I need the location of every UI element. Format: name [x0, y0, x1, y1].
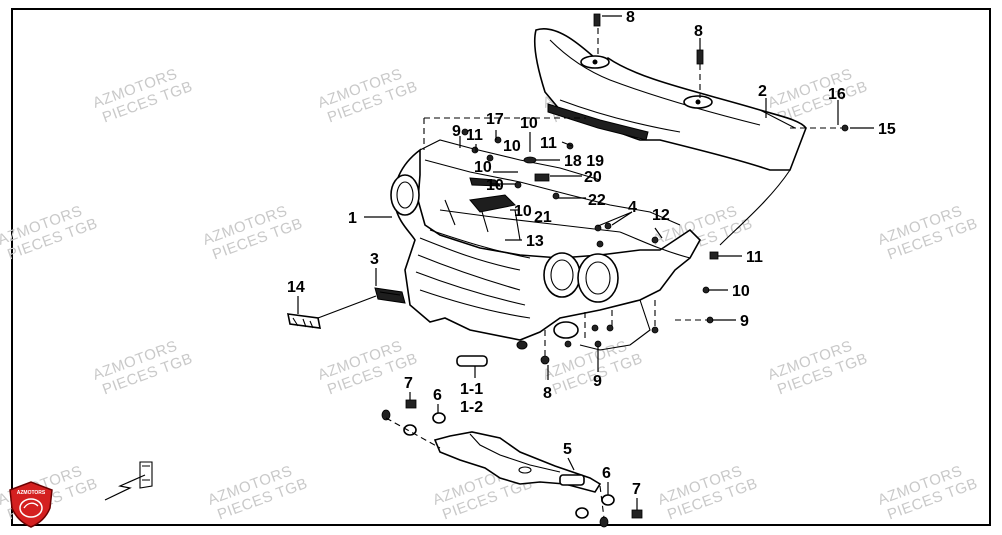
callout-labels: 8 8 2 16 15 9 11 17 10 10 11 10 18 19 10…	[287, 9, 896, 498]
front-fender-part-1	[390, 139, 701, 351]
callout-12: 12	[652, 207, 670, 224]
callout-10: 10	[503, 138, 521, 155]
callout-10: 10	[486, 177, 504, 194]
reflector-part-1-1	[456, 355, 488, 367]
callout-1-1: 1-1	[460, 381, 483, 398]
callout-10: 10	[474, 159, 492, 176]
callout-3: 3	[370, 251, 379, 268]
azmotors-logo: AZMOTORS	[9, 481, 53, 528]
callout-1: 1	[348, 210, 357, 227]
svg-text:AZMOTORS: AZMOTORS	[17, 490, 46, 496]
callout-8: 8	[543, 385, 552, 402]
callout-9: 9	[593, 373, 602, 390]
callout-8: 8	[694, 23, 703, 40]
leader-lines	[297, 15, 874, 519]
callout-5: 5	[563, 441, 572, 458]
callout-9: 9	[740, 313, 749, 330]
callout-13: 13	[526, 233, 544, 250]
callout-4: 4	[628, 199, 637, 216]
callout-16: 16	[828, 86, 846, 103]
callout-9: 9	[452, 123, 461, 140]
callout-7: 7	[632, 481, 641, 498]
emblem-part-14	[286, 313, 322, 329]
fasteners	[381, 13, 849, 528]
callout-11: 11	[746, 249, 763, 266]
callout-2: 2	[758, 83, 767, 100]
upper-carrier-part-2	[533, 27, 807, 246]
callout-10: 10	[732, 283, 750, 300]
callout-20: 20	[584, 169, 602, 186]
bracket-clip	[104, 461, 153, 501]
callout-14: 14	[287, 279, 305, 296]
callout-7: 7	[404, 375, 413, 392]
callout-6: 6	[433, 387, 442, 404]
callout-18-19: 18 19	[564, 153, 604, 170]
skid-plate-part-5	[433, 431, 602, 493]
callout-11: 11	[540, 135, 557, 152]
callout-6: 6	[602, 465, 611, 482]
callout-17: 17	[486, 111, 504, 128]
emblem-part-3	[374, 287, 406, 304]
callout-11: 11	[466, 127, 483, 144]
callout-22: 22	[588, 192, 606, 209]
callout-8: 8	[626, 9, 635, 26]
callout-1-2: 1-2	[460, 399, 483, 416]
diagram-border	[11, 8, 991, 526]
callout-10: 10	[514, 203, 532, 220]
callout-15: 15	[878, 121, 896, 138]
callout-10: 10	[520, 115, 538, 132]
callout-21: 21	[534, 209, 552, 226]
